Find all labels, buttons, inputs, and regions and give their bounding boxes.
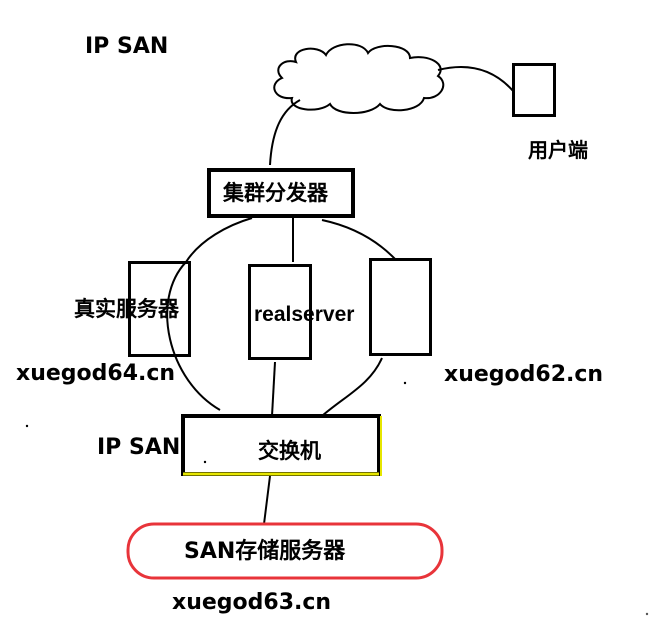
middle-server-to-switch-line [271, 361, 276, 417]
right-server-box [369, 258, 432, 356]
host-right-label: xuegod62.cn [444, 362, 604, 387]
storage-outline [126, 522, 444, 580]
left-server-box [128, 261, 191, 357]
top-ip-san-label: IP SAN [85, 34, 169, 59]
left-server-loop-line [166, 261, 221, 411]
dispatcher-to-right-server-line [321, 219, 397, 261]
internet-cloud-icon [273, 43, 445, 114]
storage-label: SAN存储服务器 [184, 539, 346, 564]
host-left-label: xuegod64.cn [16, 361, 176, 386]
middle-server-label: realserver [254, 303, 355, 326]
dispatcher-label: 集群分发器 [223, 181, 328, 205]
ip-san-label: IP SAN [97, 435, 181, 460]
cloud-to-dispatcher-line [269, 99, 301, 166]
host-storage-label: xuegod63.cn [172, 590, 332, 615]
dispatcher-box [207, 168, 355, 218]
user-label: 用户端 [528, 138, 588, 162]
dispatcher-to-left-server-line [185, 217, 253, 263]
user-terminal-box [512, 63, 556, 117]
cloud-to-user-line [437, 66, 515, 93]
real-server-label: 真实服务器 [74, 297, 179, 321]
switch-label: 交换机 [258, 439, 321, 463]
switch-to-storage-line [263, 475, 271, 525]
right-server-to-switch-line [321, 357, 383, 417]
middle-server-box [248, 264, 312, 360]
